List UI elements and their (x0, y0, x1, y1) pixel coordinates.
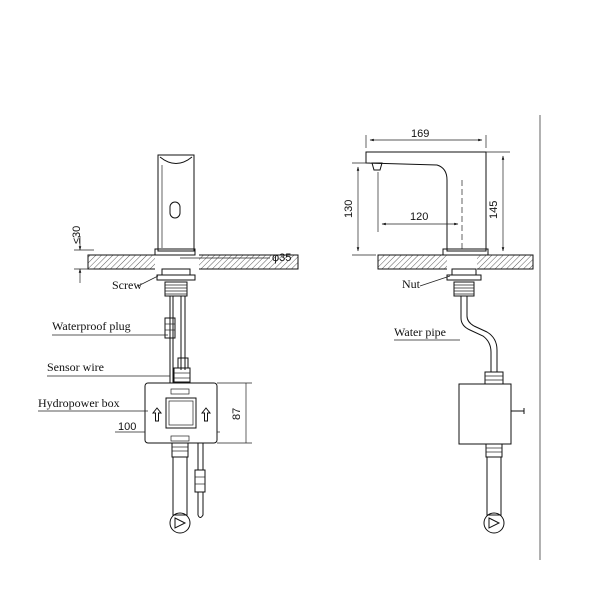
sensor-window-icon (169, 201, 181, 219)
waterproof-plug-label: Waterproof plug (52, 319, 131, 333)
hydropower-box-label: Hydropower box (38, 396, 120, 410)
water-pipe-label: Water pipe (394, 325, 446, 339)
spout-reach-label: 120 (410, 211, 428, 223)
shank-side (446, 268, 482, 297)
nut-leader (419, 275, 451, 287)
arrow-up-icon (151, 407, 163, 422)
water-pipe-side (460, 296, 498, 372)
dim-hole-diameter: φ35 (180, 252, 291, 264)
hole-diameter-label: φ35 (272, 252, 291, 264)
waterproof-plug-connector (164, 317, 176, 339)
dim-faucet-height: 145 (486, 151, 510, 256)
shank-front (156, 268, 196, 297)
arrow-up-icon (200, 407, 212, 422)
valve-handle-icon (169, 512, 191, 534)
outlet-height-label: 130 (343, 200, 355, 218)
front-view: ≤30 φ35 Screw Waterproof plug Sensor wir… (38, 154, 299, 534)
power-wire-front (194, 443, 206, 518)
supply-hose-side (483, 456, 505, 534)
dim-box-width: 100 (115, 421, 220, 433)
deck-thickness-label: ≤30 (71, 226, 83, 244)
box-height-label: 87 (231, 408, 243, 420)
hydropower-box-side (458, 371, 525, 458)
faucet-height-label: 145 (488, 201, 500, 219)
hydropower-box (144, 382, 218, 444)
faucet-body-front (154, 154, 196, 256)
sensor-wire-line (164, 296, 176, 383)
faucet-body-side (365, 151, 489, 256)
screw-label: Screw (112, 278, 142, 292)
dim-box-height: 87 (217, 382, 252, 444)
screw-leader (137, 275, 159, 287)
sensor-wire-label: Sensor wire (47, 360, 104, 374)
side-view: 169 120 130 145 Nut Water pipe (343, 115, 541, 560)
spout-length-label: 169 (411, 128, 429, 140)
box-width-label: 100 (118, 421, 136, 433)
valve-handle-icon (483, 512, 505, 534)
dim-deck-thickness: ≤30 (71, 226, 94, 283)
dim-spout-reach: 120 (377, 172, 459, 232)
dim-spout-length: 169 (365, 128, 487, 148)
supply-hose-front (169, 442, 191, 534)
dim-outlet-height: 130 (343, 162, 376, 256)
inlet-tube-front (173, 296, 191, 383)
nut-label: Nut (402, 277, 421, 291)
